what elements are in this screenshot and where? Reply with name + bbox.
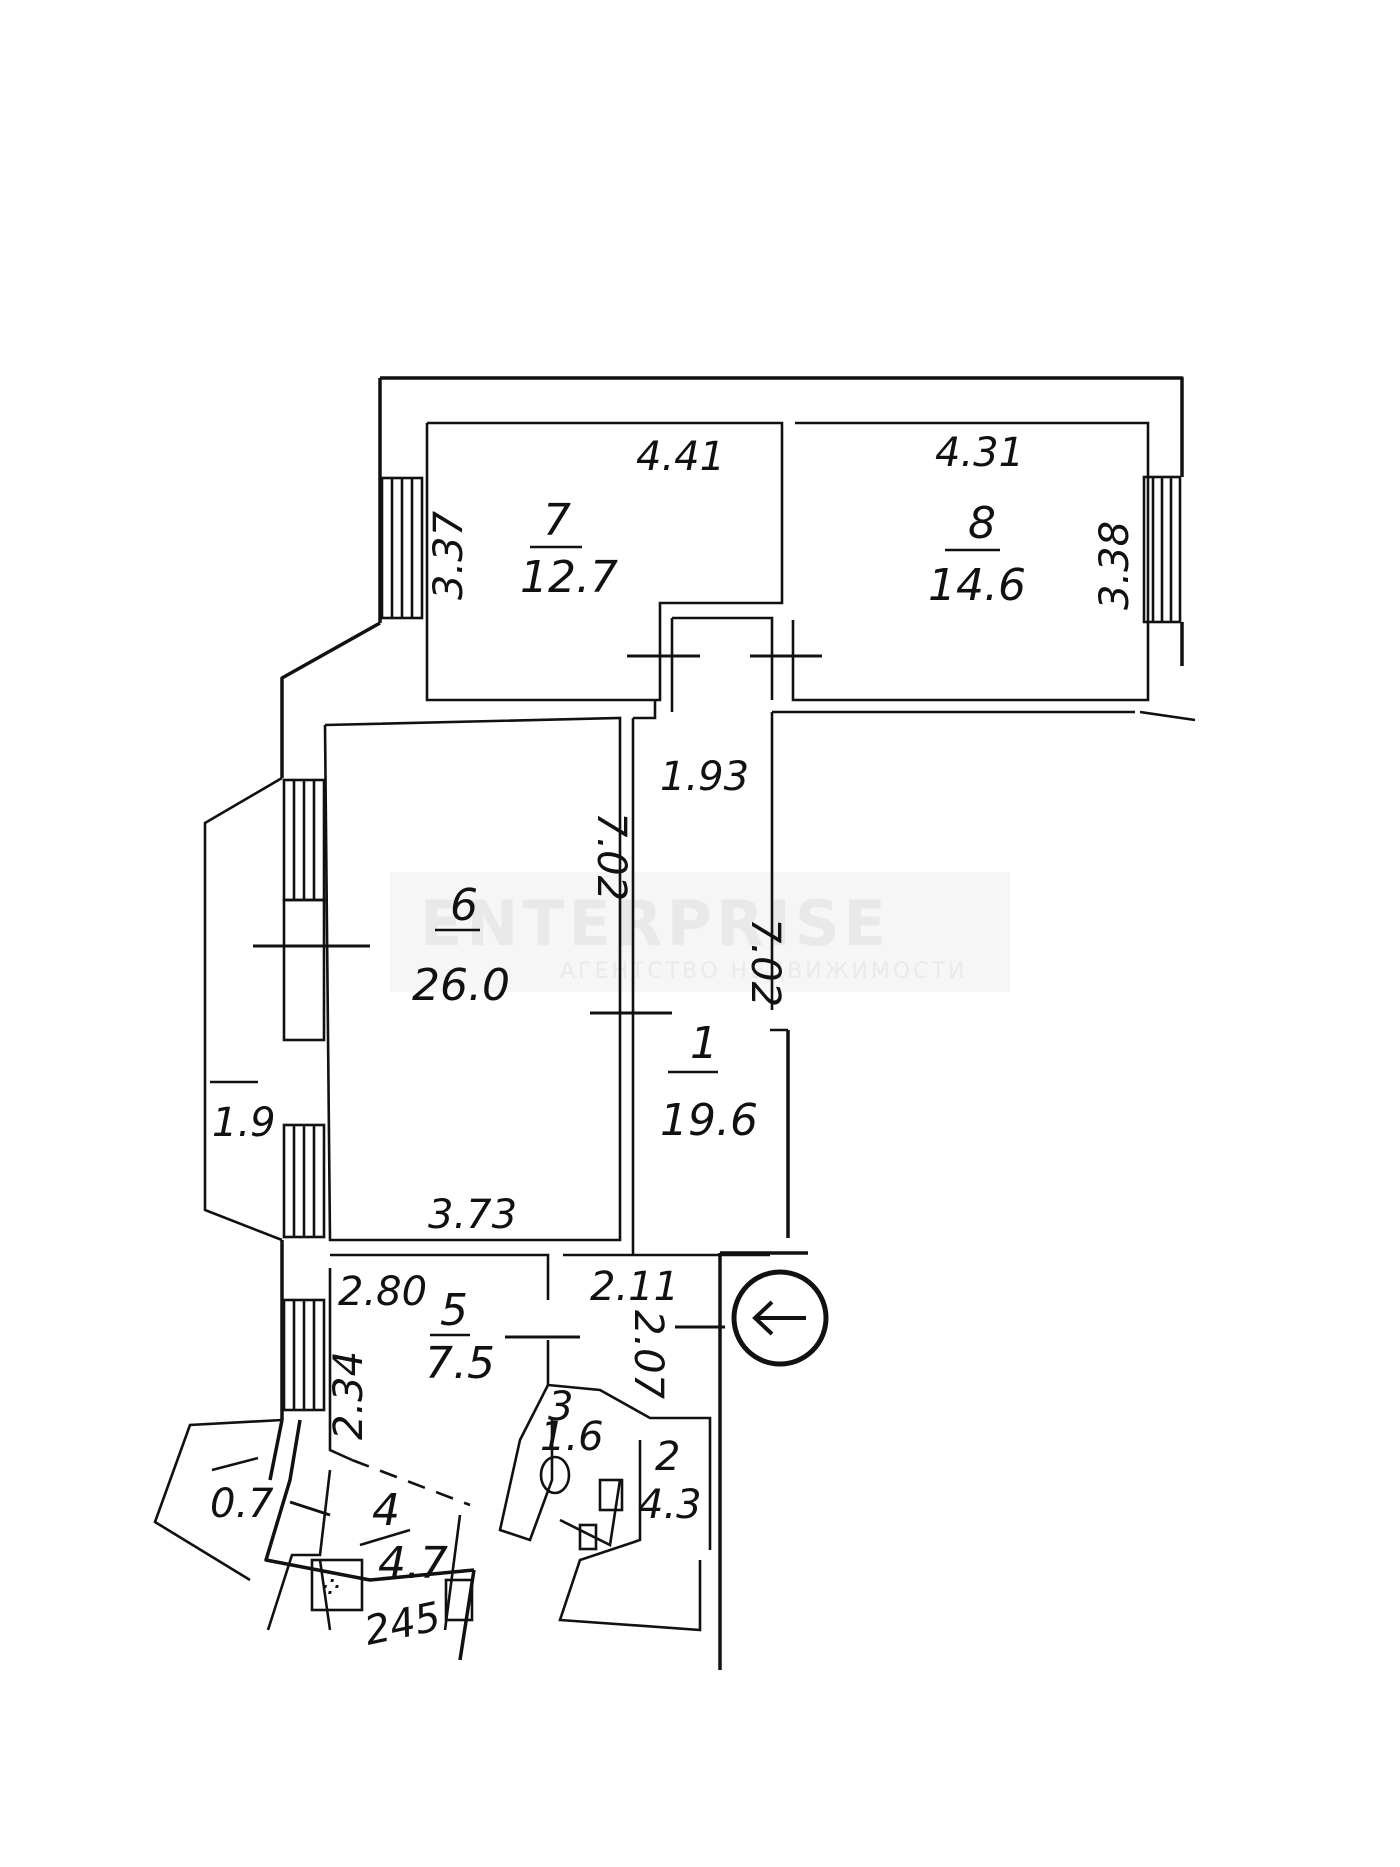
arrow-left-icon xyxy=(752,1300,806,1336)
room-1-area: 19.6 xyxy=(660,1095,758,1146)
stove-icon xyxy=(310,1558,364,1612)
entrance-marker xyxy=(731,1269,829,1367)
room-3-area: 1.6 xyxy=(540,1414,604,1460)
room-8-area: 14.6 xyxy=(928,560,1026,611)
room-4-area: 4.7 xyxy=(378,1538,448,1589)
room-5-area: 7.5 xyxy=(425,1338,495,1389)
room-8-number: 8 xyxy=(968,498,996,549)
dim-corridor-length: 7.02 xyxy=(742,918,788,1007)
dim-room5-width: 2.80 xyxy=(338,1269,427,1315)
dim-room8-width: 4.31 xyxy=(935,430,1024,476)
watermark-brand: ENTERPRISE xyxy=(420,887,890,960)
door-markers xyxy=(210,654,822,1517)
room-2-area: 4.3 xyxy=(638,1482,702,1528)
room-6-area: 26.0 xyxy=(412,960,510,1011)
toilet-icon xyxy=(539,1455,571,1495)
heater-icon xyxy=(578,1523,598,1551)
watermark-tagline: АГЕНТСТВО НЕДВИЖИМОСТИ xyxy=(560,959,967,984)
fixtures: ⁘ xyxy=(310,1455,624,1622)
dim-room6-width: 3.73 xyxy=(428,1192,517,1238)
balcony-1-area: 1.9 xyxy=(212,1100,276,1146)
windows xyxy=(282,475,1182,1412)
dim-room7-width: 4.41 xyxy=(636,434,725,480)
dim-room6-length: 7.02 xyxy=(588,812,634,901)
dim-corridor-width: 1.93 xyxy=(660,754,749,800)
dim-room8-depth: 3.38 xyxy=(1092,521,1138,610)
room-6-number: 6 xyxy=(450,880,478,931)
room-2-number: 2 xyxy=(655,1434,680,1480)
room-4-number: 4 xyxy=(372,1485,400,1536)
room-1-number: 1 xyxy=(690,1018,718,1069)
svg-text:⁘: ⁘ xyxy=(318,1571,343,1606)
outer-walls xyxy=(264,376,1184,1670)
room-7-number: 7 xyxy=(543,495,571,546)
washbasin-icon xyxy=(598,1478,624,1512)
sink-icon xyxy=(444,1578,474,1622)
dim-hall-depth: 2.07 xyxy=(625,1310,671,1400)
room-7-area: 12.7 xyxy=(520,552,618,603)
dim-hall-width: 2.11 xyxy=(590,1264,679,1310)
dim-room5-depth: 2.34 xyxy=(326,1351,372,1440)
entrance-circle xyxy=(731,1269,829,1367)
dim-room7-depth: 3.37 xyxy=(426,510,472,600)
balcony-2-area: 0.7 xyxy=(210,1481,274,1527)
watermark: ENTERPRISE АГЕНТСТВО НЕДВИЖИМОСТИ xyxy=(390,872,1010,992)
dim-kitchen: 245 xyxy=(361,1594,445,1655)
inner-walls xyxy=(153,421,1196,1632)
room-5-number: 5 xyxy=(440,1285,468,1336)
dimension-labels: 4.41 3.37 4.31 3.38 1.93 7.02 7.02 3.73 … xyxy=(326,430,1138,1655)
room-3-number: 3 xyxy=(548,1384,573,1430)
room-labels: 7 12.7 8 14.6 6 26.0 1 19.6 5 7.5 4 4.7 … xyxy=(210,495,1026,1589)
